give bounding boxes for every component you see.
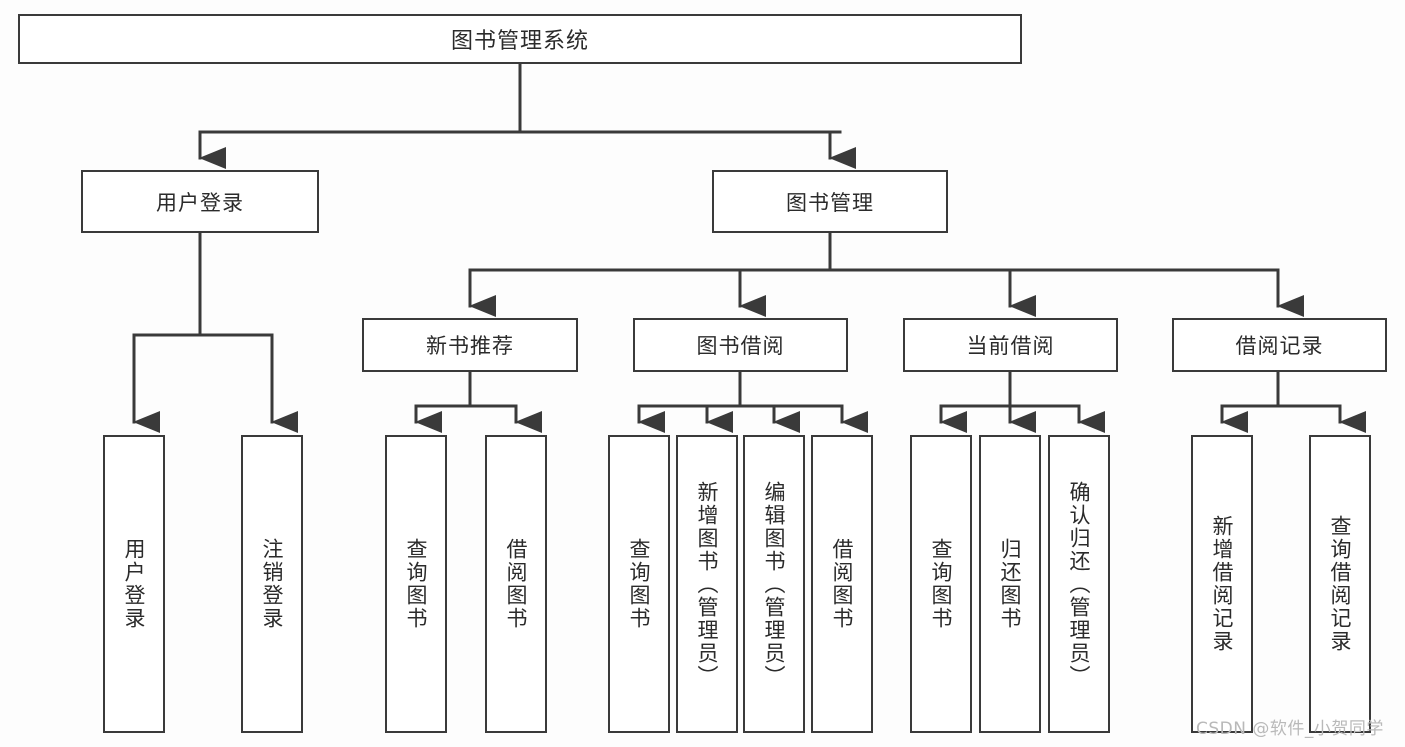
node-borrow-record[interactable]: 借阅记录 [1172,318,1387,372]
leaf-user-login-label: 用户登录 [122,538,147,630]
leaf-query-book-2-label: 查询图书 [627,538,652,630]
leaf-add-record[interactable]: 新增借阅记录 [1191,435,1253,733]
node-user-login-label: 用户登录 [156,190,244,215]
leaf-borrow-book-2-label: 借阅图书 [830,538,855,630]
node-new-book-recommend[interactable]: 新书推荐 [362,318,578,372]
leaf-borrow-book-1-label: 借阅图书 [504,538,529,630]
node-current-borrow-label: 当前借阅 [966,334,1055,358]
node-borrow-record-label: 借阅记录 [1235,334,1324,358]
leaf-query-book-3[interactable]: 查询图书 [910,435,972,733]
leaf-borrow-book-1[interactable]: 借阅图书 [485,435,547,733]
node-root-label: 图书管理系统 [450,29,589,54]
leaf-query-book-2[interactable]: 查询图书 [608,435,670,733]
node-user-login[interactable]: 用户登录 [81,170,319,233]
leaf-user-login[interactable]: 用户登录 [103,435,165,733]
leaf-add-book-label: 新增图书（管理员） [695,480,720,688]
leaf-confirm-return-label: 确认归还（管理员） [1067,480,1092,688]
leaf-query-record[interactable]: 查询借阅记录 [1309,435,1371,733]
csdn-watermark: CSDN @软件_小贺同学 [1196,719,1384,739]
leaf-add-record-label: 新增借阅记录 [1210,515,1235,653]
node-root[interactable]: 图书管理系统 [18,14,1022,64]
leaf-edit-book[interactable]: 编辑图书（管理员） [743,435,805,733]
leaf-logout-login[interactable]: 注销登录 [241,435,303,733]
node-book-management[interactable]: 图书管理 [712,170,948,233]
node-new-book-recommend-label: 新书推荐 [426,334,514,358]
leaf-query-book-1[interactable]: 查询图书 [385,435,447,733]
leaf-confirm-return[interactable]: 确认归还（管理员） [1048,435,1110,733]
leaf-query-book-3-label: 查询图书 [929,538,954,630]
node-book-borrow[interactable]: 图书借阅 [633,318,848,372]
leaf-add-book[interactable]: 新增图书（管理员） [676,435,738,733]
leaf-query-record-label: 查询借阅记录 [1328,515,1353,653]
leaf-return-book[interactable]: 归还图书 [979,435,1041,733]
leaf-edit-book-label: 编辑图书（管理员） [762,480,787,688]
node-book-borrow-label: 图书借阅 [696,334,785,358]
leaf-logout-login-label: 注销登录 [260,538,285,630]
leaf-query-book-1-label: 查询图书 [404,538,429,630]
node-book-management-label: 图书管理 [786,190,874,215]
node-current-borrow[interactable]: 当前借阅 [903,318,1118,372]
leaf-return-book-label: 归还图书 [998,538,1023,630]
leaf-borrow-book-2[interactable]: 借阅图书 [811,435,873,733]
